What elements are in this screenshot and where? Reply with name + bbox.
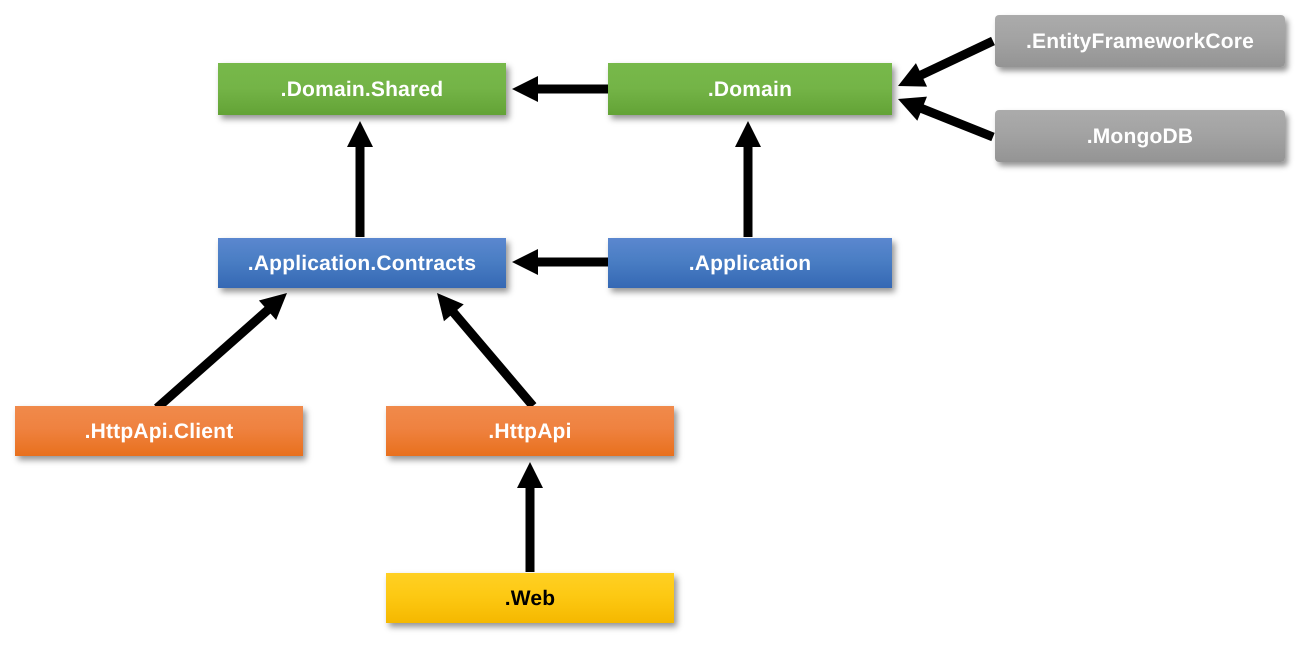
node-httpapi-client[interactable]: .HttpApi.Client	[15, 406, 303, 456]
node-label: .MongoDB	[1086, 124, 1194, 148]
arrow-mongodb-to-domain	[898, 96, 995, 142]
node-label: .Domain.Shared	[280, 77, 444, 101]
arrow-application-contracts-to-domain-shared	[347, 121, 373, 237]
node-label: .Domain	[707, 77, 793, 101]
node-application[interactable]: .Application	[608, 238, 892, 288]
node-label: .EntityFrameworkCore	[1025, 29, 1255, 53]
node-web[interactable]: .Web	[386, 573, 674, 623]
node-label: .HttpApi.Client	[84, 419, 234, 443]
node-label: .Application.Contracts	[247, 251, 477, 275]
node-entityframeworkcore[interactable]: .EntityFrameworkCore	[995, 15, 1285, 67]
node-label: .Web	[504, 586, 556, 610]
arrow-application-to-domain	[735, 121, 761, 237]
arrow-efcore-to-domain	[898, 36, 995, 87]
node-mongodb[interactable]: .MongoDB	[995, 110, 1285, 162]
arrow-web-to-httpapi	[517, 462, 543, 572]
node-domain[interactable]: .Domain	[608, 63, 892, 115]
arrow-application-to-application-contracts	[512, 249, 608, 275]
node-label: .HttpApi	[488, 419, 572, 443]
arrow-httpapi-to-application-contracts	[437, 293, 537, 409]
arrow-domain-to-domain-shared	[512, 76, 608, 102]
arrow-httpapi-client-to-application-contracts	[154, 293, 287, 412]
node-httpapi[interactable]: .HttpApi	[386, 406, 674, 456]
node-application-contracts[interactable]: .Application.Contracts	[218, 238, 506, 288]
node-label: .Application	[688, 251, 812, 275]
node-domain-shared[interactable]: .Domain.Shared	[218, 63, 506, 115]
